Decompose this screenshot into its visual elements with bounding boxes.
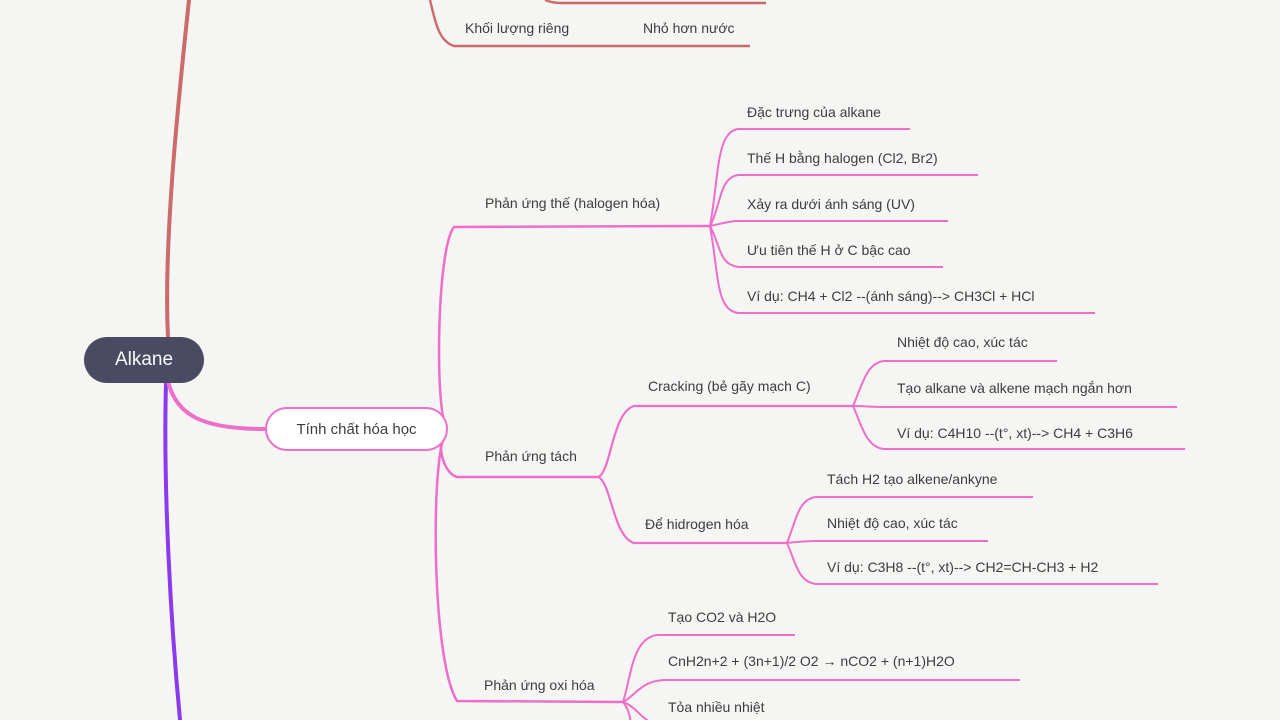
leaf-line bbox=[622, 701, 632, 720]
leaf-line bbox=[709, 225, 1095, 314]
branch-line-the bbox=[437, 224, 711, 428]
leaf-line bbox=[786, 542, 1158, 585]
leaf-cracking-nhiet-do[interactable]: Nhiệt độ cao, xúc tác bbox=[897, 334, 1028, 350]
branch-line-cracking bbox=[597, 404, 853, 479]
node-cracking[interactable]: Cracking (bẻ gãy mạch C) bbox=[648, 378, 811, 394]
node-phan-ung-the[interactable]: Phản ứng thế (halogen hóa) bbox=[485, 195, 661, 211]
node-khoi-luong-rieng[interactable]: Khối lượng riêng bbox=[465, 20, 570, 36]
leaf-line bbox=[709, 220, 948, 227]
node-nho-hon-nuoc[interactable]: Nhỏ hơn nước bbox=[643, 20, 735, 36]
root-node-alkane[interactable]: Alkane bbox=[84, 337, 204, 383]
leaf-vi-du-ch4[interactable]: Ví dụ: CH4 + Cl2 --(ánh sáng)--> CH3Cl +… bbox=[747, 288, 1035, 304]
node-de-hidrogen-hoa[interactable]: Để hidrogen hóa bbox=[645, 516, 749, 532]
branch-line-physical-underline bbox=[428, 0, 750, 48]
leaf-line bbox=[622, 679, 1020, 703]
leaf-line bbox=[852, 405, 1185, 450]
leaf-cracking-tao-alkane[interactable]: Tạo alkane và alkene mạch ngắn hơn bbox=[897, 380, 1132, 396]
leaf-phuong-trinh-chay[interactable]: CnH2n+2 + (3n+1)/2 O2 → nCO2 + (n+1)H2O bbox=[668, 653, 955, 669]
leaf-dac-trung[interactable]: Đặc trưng của alkane bbox=[747, 104, 881, 120]
leaf-line bbox=[709, 128, 910, 227]
leaf-the-h-halogen[interactable]: Thế H bằng halogen (Cl2, Br2) bbox=[747, 150, 938, 166]
leaf-tao-co2[interactable]: Tạo CO2 và H2O bbox=[668, 609, 777, 625]
leaf-toa-nhiet[interactable]: Tỏa nhiều nhiệt bbox=[668, 699, 765, 715]
branch-line-physical-root bbox=[165, 0, 191, 339]
leaf-line bbox=[786, 540, 988, 544]
leaf-line bbox=[852, 360, 1057, 407]
node-phan-ung-oxi-hoa[interactable]: Phản ứng oxi hóa bbox=[484, 677, 595, 693]
branch-line-physical-top bbox=[544, 0, 766, 5]
node-phan-ung-tach[interactable]: Phản ứng tách bbox=[485, 448, 577, 464]
leaf-c-bac-cao[interactable]: Ưu tiên thế H ở C bậc cao bbox=[747, 242, 911, 258]
leaf-line bbox=[786, 496, 1033, 544]
leaf-line bbox=[622, 701, 649, 720]
leaf-dehydro-vi-du[interactable]: Ví dụ: C3H8 --(t°, xt)--> CH2=CH-CH3 + H… bbox=[827, 559, 1099, 575]
branch-line-dehydro bbox=[597, 475, 787, 545]
leaf-line bbox=[852, 405, 1177, 408]
branch-line-bottom-root bbox=[163, 381, 182, 720]
leaf-line bbox=[709, 174, 978, 227]
branch-line-chemical-root bbox=[166, 379, 266, 431]
leaf-anh-sang-uv[interactable]: Xảy ra dưới ánh sáng (UV) bbox=[747, 196, 915, 212]
leaf-dehydro-nhiet-do[interactable]: Nhiệt độ cao, xúc tác bbox=[827, 515, 958, 531]
topic-node-tinh-chat-hoa-hoc[interactable]: Tính chất hóa học bbox=[265, 407, 448, 451]
leaf-cracking-vi-du[interactable]: Ví dụ: C4H10 --(t°, xt)--> CH4 + C3H6 bbox=[897, 425, 1133, 441]
branch-line-oxi bbox=[434, 431, 624, 704]
leaf-tach-h2[interactable]: Tách H2 tạo alkene/ankyne bbox=[827, 471, 998, 487]
leaf-line bbox=[709, 225, 943, 268]
leaf-line bbox=[622, 634, 795, 703]
